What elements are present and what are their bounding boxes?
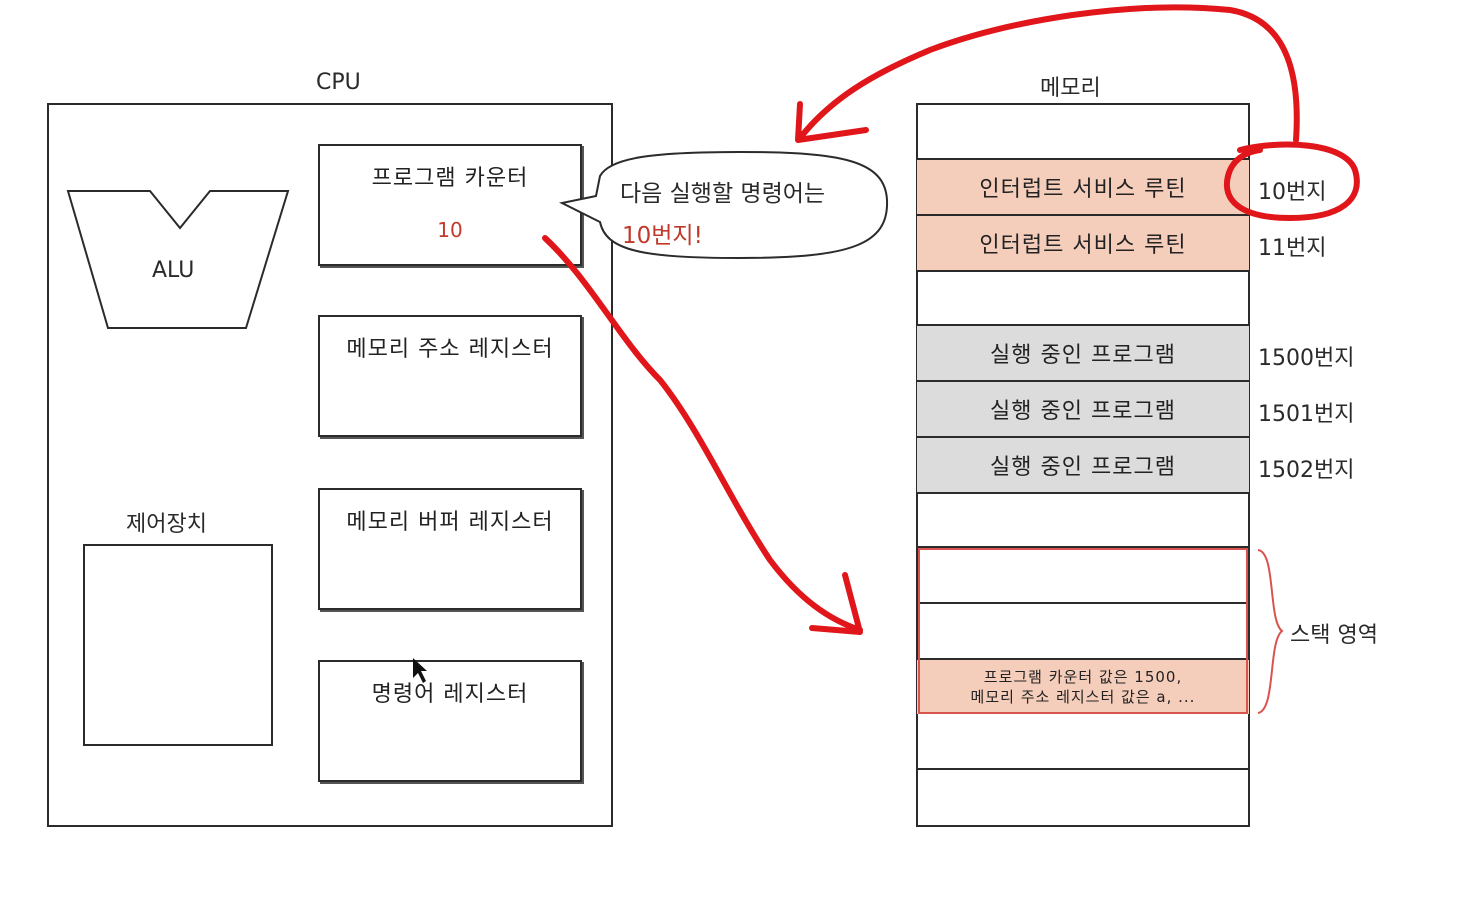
control-unit-box bbox=[83, 544, 273, 746]
memory-buffer-register: 메모리 버퍼 레지스터 bbox=[318, 488, 582, 610]
memory-cell-text: 실행 중인 프로그램 bbox=[990, 455, 1176, 480]
memory-cell-running-program: 실행 중인 프로그램 bbox=[917, 436, 1249, 492]
address-label: 1502번지 bbox=[1258, 458, 1355, 483]
memory-cell-empty bbox=[917, 270, 1249, 326]
register-name: 메모리 버퍼 레지스터 bbox=[346, 510, 554, 535]
memory-cell-empty bbox=[917, 768, 1249, 770]
address-label: 1500번지 bbox=[1258, 346, 1355, 371]
register-name: 프로그램 카운터 bbox=[371, 166, 529, 191]
address-label: 11번지 bbox=[1258, 236, 1327, 261]
instruction-register: 명령어 레지스터 bbox=[318, 660, 582, 782]
program-counter-register: 프로그램 카운터 10 bbox=[318, 144, 582, 266]
control-unit-label: 제어장치 bbox=[126, 512, 207, 537]
memory-cell-interrupt-routine: 인터럽트 서비스 루틴 bbox=[917, 158, 1249, 214]
program-counter-value: 10 bbox=[437, 218, 463, 242]
cpu-title: CPU bbox=[316, 70, 361, 95]
memory-address-register: 메모리 주소 레지스터 bbox=[318, 315, 582, 437]
memory-cell-running-program: 실행 중인 프로그램 bbox=[917, 324, 1249, 380]
stack-area-outline bbox=[918, 548, 1248, 714]
memory-cell-text: 인터럽트 서비스 루틴 bbox=[979, 233, 1187, 258]
memory-cell-text: 실행 중인 프로그램 bbox=[990, 343, 1176, 368]
alu-label: ALU bbox=[152, 258, 195, 283]
arrow-head-bubble bbox=[795, 101, 869, 143]
memory-cell-text: 실행 중인 프로그램 bbox=[990, 399, 1176, 424]
address-label: 10번지 bbox=[1258, 180, 1327, 205]
memory-cell-text: 인터럽트 서비스 루틴 bbox=[979, 177, 1187, 202]
arrow-head-stack bbox=[809, 572, 863, 635]
stack-saved-line1: 프로그램 카운터 값은 1500, bbox=[983, 668, 1183, 686]
memory-title: 메모리 bbox=[1040, 76, 1101, 101]
memory-cell-empty bbox=[917, 492, 1249, 548]
register-name: 명령어 레지스터 bbox=[371, 682, 529, 707]
stack-saved-line2: 메모리 주소 레지스터 값은 a, ... bbox=[970, 688, 1196, 706]
memory-cell-interrupt-routine: 인터럽트 서비스 루틴 bbox=[917, 214, 1249, 270]
stack-cell bbox=[917, 602, 1249, 658]
stack-cell-saved-state: 프로그램 카운터 값은 1500, 메모리 주소 레지스터 값은 a, ... bbox=[917, 658, 1249, 714]
stack-area-label: 스택 영역 bbox=[1290, 623, 1378, 648]
memory-cell-running-program: 실행 중인 프로그램 bbox=[917, 380, 1249, 436]
register-name: 메모리 주소 레지스터 bbox=[346, 337, 554, 362]
bubble-line2: 10번지! bbox=[622, 223, 703, 249]
bubble-line1: 다음 실행할 명령어는 bbox=[620, 181, 826, 207]
address-label: 1501번지 bbox=[1258, 402, 1355, 427]
